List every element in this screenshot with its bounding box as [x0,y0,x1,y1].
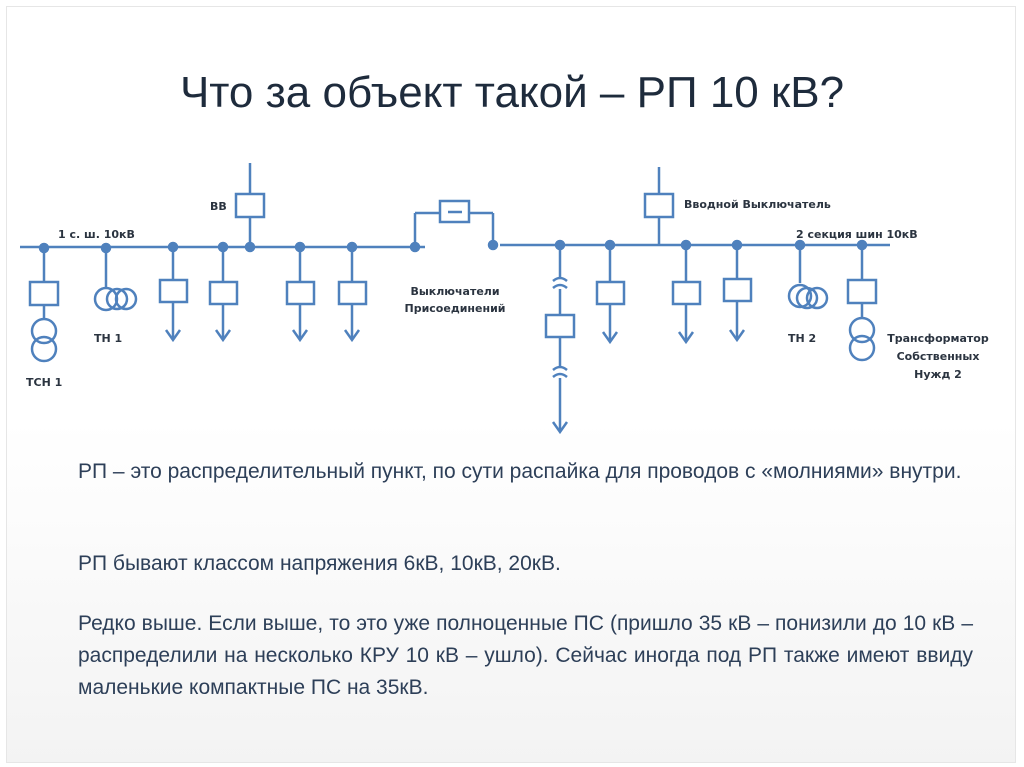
voltage-transformer-1 [93,242,138,312]
aux-transformer-2 [846,239,878,362]
feeder-1-4 [337,241,368,343]
feeder-2-3 [722,239,753,343]
paragraph-definition: РП – это распределительный пункт, по сут… [78,460,962,483]
label-feeders-2: Присоединений [405,302,506,315]
label-bus-1: 1 с. ш. 10кВ [58,228,135,241]
feeder-withdrawable [544,239,576,435]
label-bus-2: 2 секция шин 10кВ [796,228,918,241]
paragraph-voltage-classes: РП бывают классом напряжения 6кВ, 10кВ, … [78,552,561,575]
label-tsn-1: ТСН 1 [26,376,62,389]
label-aux-2: Собственных [897,350,980,363]
label-input-breaker: Вводной Выключатель [684,198,831,211]
label-vv: ВВ [210,200,227,213]
paragraph-higher-voltage: Редко выше. Если выше, то это уже полноц… [78,612,973,699]
feeder-2-1 [595,239,626,345]
label-tn-1: ТН 1 [94,332,122,345]
label-feeders-1: Выключатели [410,285,499,298]
aux-transformer-1 [28,242,60,363]
feeder-1-1 [158,241,189,343]
slide-title: Что за объект такой – РП 10 кВ? [179,68,845,117]
input-breaker-1 [234,163,266,253]
label-tn-2: ТН 2 [788,332,816,345]
feeder-2-2 [671,239,702,345]
label-aux-3: Нужд 2 [914,368,962,381]
label-aux-1: Трансформатор [887,332,989,345]
slide-background [6,6,1016,763]
input-breaker-2 [643,167,675,245]
feeder-1-3 [285,241,316,343]
voltage-transformer-2 [787,239,829,310]
feeder-1-2 [208,241,239,343]
sectional-breaker [409,199,499,253]
